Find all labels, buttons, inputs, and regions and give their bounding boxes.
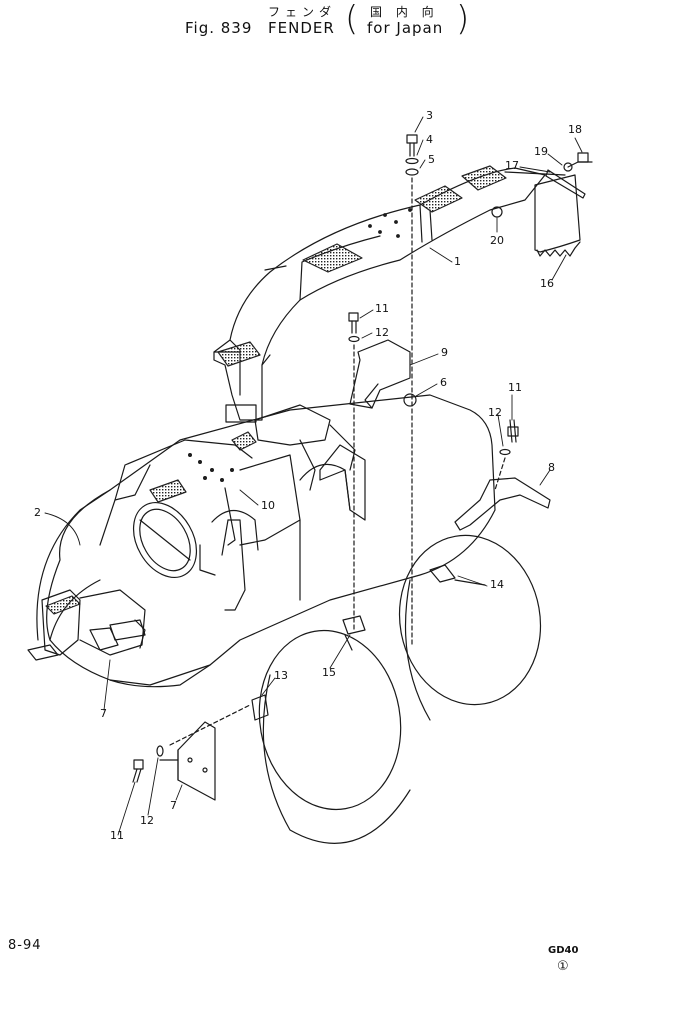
callout-4: 4 [426,133,433,146]
callout-3: 3 [426,109,433,122]
model-code: GD40 [548,945,579,956]
fender-support-bracket [348,312,417,631]
revision-mark: ① [557,959,569,974]
paren-close: ) [456,0,470,39]
callout-5: 5 [428,153,435,166]
callout-16: 16 [540,277,554,290]
callout-leader-lines [44,116,583,836]
wheel-brackets [251,564,486,721]
mud-flap [534,169,586,257]
front-left-fender [27,489,146,661]
machine-body-outline [46,394,496,688]
callout-18: 18 [568,123,582,136]
callout-12-lower: 12 [140,814,154,827]
callout-14: 14 [490,578,504,591]
callout-1: 1 [454,255,461,268]
callout-11-right: 11 [508,381,522,394]
callout-19: 19 [534,145,548,158]
callout-13: 13 [274,669,288,682]
callout-11-top: 11 [375,302,389,315]
callout-11-lower: 11 [110,829,124,842]
right-fender-bracket [454,419,551,531]
cab-frame [99,404,366,611]
callout-7-lower: 7 [170,799,177,812]
rear-wheel [398,534,542,721]
callout-12-right: 12 [488,406,502,419]
lower-fender-bracket [132,704,251,801]
spec-english: for Japan [367,19,444,37]
front-step-bracket [89,619,146,651]
front-wheel [258,629,411,844]
callout-17: 17 [505,159,519,172]
callout-8: 8 [548,461,555,474]
callout-6: 6 [440,376,447,389]
figure-number: Fig. 839 [185,19,253,37]
fender-main-panel [213,165,566,423]
title-english: FENDER [268,19,335,37]
spec-japanese: 国 内 向 [370,5,439,19]
page-number: 8-94 [8,938,42,953]
callout-12-top: 12 [375,326,389,339]
callout-10: 10 [261,499,275,512]
paren-open: ( [345,0,359,39]
callout-7-front: 7 [100,707,107,720]
callout-9: 9 [441,346,448,359]
callout-15: 15 [322,666,336,679]
callout-20: 20 [490,234,504,247]
title-japanese: フェンダ [268,5,337,19]
fender-hardware-rear [491,152,593,218]
callout-2: 2 [34,506,41,519]
